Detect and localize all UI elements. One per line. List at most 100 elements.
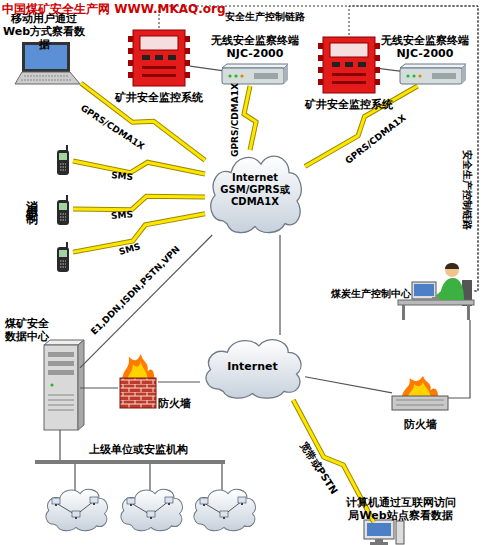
control-center-icon-part bbox=[437, 288, 448, 297]
firewall-icon-part bbox=[402, 376, 438, 396]
mobile-phone-icon-part bbox=[57, 195, 69, 225]
link-label: 安全生产控制链路 bbox=[462, 150, 473, 230]
control-center-node: 煤炭生产控制中心 bbox=[395, 262, 473, 320]
lan-network-part bbox=[220, 511, 228, 519]
mobile-phone-icon bbox=[57, 145, 69, 272]
server-icon bbox=[44, 340, 84, 430]
lan-network-part bbox=[200, 498, 208, 506]
node-label: 上级单位或安监机构 bbox=[83, 443, 193, 456]
mobile-phone-icon-part bbox=[57, 145, 69, 175]
computer-icon-part bbox=[375, 539, 383, 542]
wireless-link bbox=[244, 86, 256, 150]
internet-cloud: Internet bbox=[200, 335, 305, 400]
link-label: SMS bbox=[111, 210, 134, 222]
control-center-icon-part bbox=[440, 278, 464, 300]
monitor-system-icon-part bbox=[128, 30, 190, 86]
node-label: 无线安全监察终端 NJC-2000 bbox=[375, 34, 475, 60]
wired-link bbox=[158, 382, 200, 383]
wired-link bbox=[80, 388, 118, 389]
firewall-icon-part bbox=[396, 400, 444, 405]
link-label: E1,DDN,ISDN,PSTN,VPN bbox=[90, 245, 183, 338]
wireless-terminal-icon-part bbox=[400, 64, 466, 84]
data-center-node: 煤矿安全数据中心 bbox=[40, 345, 80, 430]
lan-network-part bbox=[165, 497, 173, 505]
connector-line bbox=[59, 430, 60, 460]
wireless-terminal-icon-part bbox=[222, 64, 288, 84]
lan-network-part bbox=[147, 511, 155, 519]
link-label: SMS bbox=[111, 171, 134, 183]
firewall-icon-part bbox=[392, 396, 448, 410]
laptop-node: 移动用户通过Web方式察看数据 bbox=[15, 42, 81, 84]
wireless-terminal-icon bbox=[222, 64, 466, 84]
node-label: 无线安全监察终端 NJC-2000 bbox=[205, 34, 305, 60]
link-label: 安全生产控制链路 bbox=[225, 11, 305, 22]
connector-line bbox=[279, 235, 280, 335]
firewall-icon-part bbox=[120, 378, 156, 408]
lan-network-part bbox=[194, 489, 255, 530]
server-icon-part bbox=[78, 340, 84, 430]
connector-line bbox=[448, 320, 470, 398]
computer-node: 计算机通过互联网访问局Web站点察看数据 bbox=[362, 522, 400, 545]
link-label: 宽带或PSTN bbox=[298, 440, 340, 496]
mobile-phone-icon-part bbox=[57, 242, 69, 272]
monitor-system-node: 矿井安全监控系统 bbox=[318, 35, 380, 95]
internet-cloud: Internet GSM/GPRS或 CDMA1X bbox=[205, 150, 305, 235]
connector-line bbox=[380, 69, 400, 71]
server-icon-part bbox=[44, 340, 84, 345]
connector-line bbox=[158, 381, 200, 382]
wired-link bbox=[305, 377, 392, 393]
lan-network-part bbox=[72, 511, 80, 519]
server-icon-part bbox=[48, 370, 74, 375]
lightning-outline bbox=[244, 86, 256, 150]
bus-band: 上级单位或安监机构 bbox=[35, 460, 225, 464]
lan-network-part bbox=[52, 498, 60, 506]
lightning-bolt bbox=[73, 161, 205, 174]
node-label: 移动用户通过Web方式察看数据 bbox=[1, 12, 87, 51]
lan-network bbox=[46, 464, 255, 531]
firewall-node: 防火墙 bbox=[392, 375, 448, 415]
lan-network-part bbox=[75, 464, 222, 490]
node-label: 计算机通过互联网访问局Web站点察看数据 bbox=[343, 496, 458, 522]
wired-link bbox=[190, 66, 222, 70]
computer-icon-part bbox=[370, 542, 388, 545]
lan-network-part bbox=[238, 497, 246, 505]
monitor-system-icon-part bbox=[318, 37, 380, 93]
laptop-icon-part bbox=[21, 76, 72, 80]
wireless-link bbox=[73, 161, 205, 174]
connector-line bbox=[80, 387, 118, 388]
control-center-icon-part bbox=[445, 263, 459, 269]
control-link bbox=[159, 6, 478, 291]
laptop-icon-part bbox=[15, 72, 80, 84]
server-icon-part bbox=[48, 395, 74, 410]
link-label: GPRS/CDMA1X bbox=[78, 104, 145, 153]
node-label: 煤炭生产控制中心 bbox=[331, 287, 411, 300]
wired-link bbox=[60, 430, 61, 460]
firewall-icon-part bbox=[122, 354, 154, 379]
cloud-outline bbox=[211, 156, 301, 232]
control-center-icon-part bbox=[414, 284, 434, 296]
node-label: 矿井安全监控系统 bbox=[301, 98, 397, 111]
node-label: 防火墙 bbox=[154, 397, 194, 410]
control-center-icon-part bbox=[412, 282, 436, 299]
connector-line bbox=[159, 6, 478, 291]
monitor-system-node: 矿井安全监控系统 bbox=[128, 28, 190, 88]
link-label: GPRS/CDMA1X bbox=[344, 113, 408, 166]
wired-link bbox=[448, 320, 470, 398]
node-label: 煤矿安全数据中心 bbox=[3, 317, 51, 343]
control-center-icon-part bbox=[445, 263, 459, 277]
wired-link bbox=[280, 235, 281, 335]
lightning-outline bbox=[73, 161, 205, 174]
connector-line bbox=[190, 66, 222, 70]
node-label: Internet bbox=[200, 360, 305, 373]
phone-group-node: 消息定制 bbox=[53, 142, 73, 272]
server-icon-part bbox=[48, 361, 74, 366]
link-label: GPRS/CDMA1X bbox=[231, 83, 241, 157]
computer-icon-part bbox=[396, 521, 404, 544]
node-label: 矿井安全监控系统 bbox=[111, 91, 207, 104]
lightning-outline bbox=[73, 196, 205, 209]
wireless-terminal-node: 无线安全监察终端 NJC-2000 bbox=[400, 64, 466, 86]
computer-icon-part bbox=[364, 520, 394, 539]
lan-network-part bbox=[90, 497, 98, 505]
